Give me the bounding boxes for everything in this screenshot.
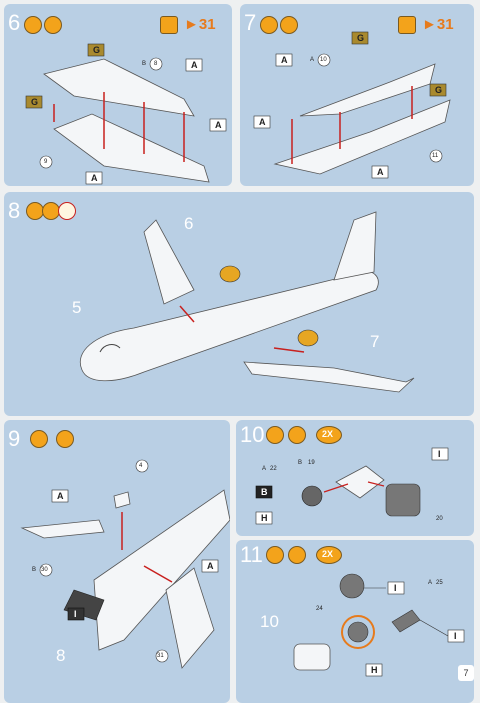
ref-arrow-label: ►31 bbox=[422, 16, 454, 33]
part-5: 5 bbox=[72, 298, 82, 317]
glue-icon bbox=[30, 430, 48, 448]
step-number: 6 bbox=[8, 10, 21, 35]
clock-icon bbox=[58, 202, 76, 220]
label-a: A bbox=[281, 55, 288, 65]
step-9-panel: 9 A A I 4 30 B 31 8 bbox=[4, 420, 230, 703]
step-7-panel: 7 ►31 G G A A A A 10 11 bbox=[240, 4, 474, 186]
label-a: A bbox=[207, 561, 214, 571]
label-b: B bbox=[142, 61, 147, 67]
label-b: B bbox=[298, 460, 303, 466]
glue-icon bbox=[260, 16, 278, 34]
part-9: 9 bbox=[44, 159, 48, 165]
label-b: B bbox=[32, 567, 37, 573]
label-i: I bbox=[454, 631, 457, 641]
wing-diagram bbox=[25, 43, 227, 185]
wing-diagram bbox=[253, 31, 451, 179]
repeat-badge: 2X bbox=[316, 426, 342, 444]
paint-brush-icon bbox=[56, 430, 74, 448]
part-7: 7 bbox=[370, 332, 380, 351]
repeat-badge: 2X bbox=[316, 546, 342, 564]
label-i: I bbox=[394, 583, 397, 593]
part-22: 22 bbox=[270, 466, 277, 472]
label-i: I bbox=[438, 449, 441, 459]
page-number: 7 bbox=[458, 665, 474, 681]
part-24: 24 bbox=[316, 606, 323, 612]
label-g: G bbox=[93, 45, 101, 55]
label-a: A bbox=[191, 60, 198, 70]
label-b: B bbox=[261, 487, 268, 497]
part-10: 10 bbox=[320, 57, 327, 63]
paint-pot-icon bbox=[160, 16, 178, 34]
glue-icon bbox=[266, 546, 284, 564]
label-a: A bbox=[259, 117, 266, 127]
label-a: A bbox=[91, 173, 98, 183]
part-6: 6 bbox=[184, 214, 194, 233]
part-30: 30 bbox=[41, 567, 48, 573]
step-10-panel: 10 2X 22 A 19 B B H I 20 bbox=[236, 420, 474, 536]
part-25: 25 bbox=[436, 580, 443, 586]
tail-diagram bbox=[20, 459, 230, 669]
label-a: A bbox=[215, 120, 222, 130]
label-a: A bbox=[57, 491, 64, 501]
label-g: G bbox=[31, 97, 39, 107]
step-6-panel: 6 ►31 G G A A A B 8 9 bbox=[4, 4, 232, 186]
part-4: 4 bbox=[139, 463, 143, 469]
step-11-panel: 11 2X I I H 25 A 24 10 bbox=[236, 540, 474, 703]
fuselage-diagram bbox=[80, 211, 415, 393]
label-a: A bbox=[377, 167, 384, 177]
part-19: 19 bbox=[308, 460, 315, 466]
ref-arrow-label: ►31 bbox=[184, 16, 216, 33]
paint-pot-icon bbox=[398, 16, 416, 34]
step-number: 7 bbox=[244, 10, 257, 35]
label-a: A bbox=[428, 580, 433, 586]
paint-brush-icon bbox=[288, 546, 306, 564]
step-number: 9 bbox=[8, 426, 21, 451]
paint-brush-icon bbox=[280, 16, 298, 34]
glue-icon bbox=[266, 426, 284, 444]
label-g: G bbox=[435, 85, 443, 95]
part-11: 11 bbox=[432, 153, 439, 159]
label-g: G bbox=[357, 33, 365, 43]
engine-diagram bbox=[255, 447, 449, 525]
part-10: 10 bbox=[260, 612, 279, 631]
step-8-panel: 8 6 5 7 bbox=[4, 192, 474, 416]
label-i: I bbox=[74, 609, 77, 619]
paint-brush-icon bbox=[44, 16, 62, 34]
part-8: 8 bbox=[56, 646, 66, 665]
glue-icon bbox=[24, 16, 42, 34]
step-number: 10 bbox=[240, 422, 265, 447]
label-a: A bbox=[310, 57, 315, 63]
label-h: H bbox=[371, 665, 378, 675]
part-31: 31 bbox=[157, 653, 164, 659]
part-8: 8 bbox=[154, 61, 158, 67]
engine-assembly-diagram bbox=[293, 573, 465, 677]
label-h: H bbox=[261, 513, 268, 523]
label-a: A bbox=[262, 466, 267, 472]
part-20: 20 bbox=[436, 516, 443, 522]
step-number: 11 bbox=[240, 542, 263, 567]
step-number: 8 bbox=[8, 198, 21, 223]
paint-brush-icon bbox=[288, 426, 306, 444]
